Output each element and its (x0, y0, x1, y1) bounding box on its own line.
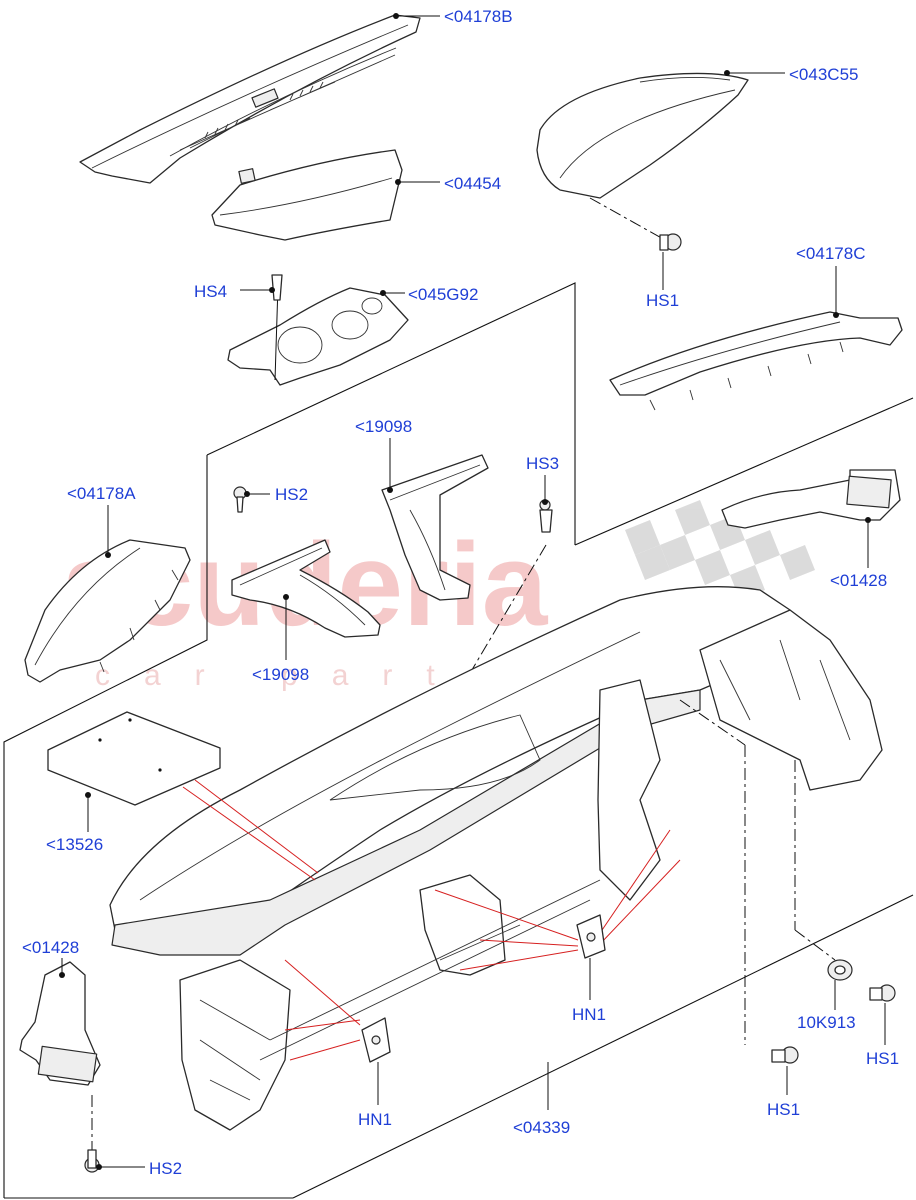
frame-upper-left-inner (206, 282, 576, 545)
hs2-top-screw-icon (233, 486, 247, 513)
callout-19098-mid: <19098 (252, 665, 309, 684)
hs1-right-bolt-icon (869, 984, 896, 1002)
part-045G92-bracket (227, 274, 409, 386)
frame-bottom-diagonal (292, 894, 914, 1199)
callout-HS1-top: HS1 (646, 291, 679, 310)
callout-HS2-bottom: HS2 (149, 1159, 182, 1178)
10k913-nut-icon (827, 959, 853, 981)
10k913-axis-lower (794, 929, 836, 961)
part-04178A-side-trim (24, 539, 191, 683)
callout-HN1-left: HN1 (358, 1110, 392, 1129)
callout-10K913: 10K913 (797, 1013, 856, 1032)
part-043C55-cover (536, 72, 749, 199)
watermark-tagline: car parts (95, 659, 518, 692)
callout-01428-right: <01428 (830, 571, 887, 590)
part-04178B-top-panel (79, 14, 421, 184)
part-19098-upper-duct (381, 454, 489, 601)
callout-04178A: <04178A (67, 484, 136, 503)
callout-13526: <13526 (46, 835, 103, 854)
frame-right-diagonal (574, 397, 914, 546)
hs1-top-bolt-icon (659, 233, 682, 251)
part-04454-cover (211, 149, 403, 241)
part-04178C-trim (609, 311, 903, 411)
callout-045G92: <045G92 (408, 285, 478, 304)
hs1-bottom-bolt-icon (771, 1046, 799, 1064)
hs3-fastener-axis (459, 544, 547, 691)
callout-04178C: <04178C (796, 244, 865, 263)
reference-lines (182, 779, 681, 1061)
hn1-right-clip-icon (576, 914, 606, 959)
hs2-bottom-bolt-icon (84, 1149, 100, 1173)
callout-HN1-right: HN1 (572, 1005, 606, 1024)
leader-lines (59, 13, 886, 1170)
callout-01428-left: <01428 (22, 938, 79, 957)
callout-HS2-top: HS2 (275, 485, 308, 504)
checkered-flag-icon (625, 500, 815, 600)
part-01428-right-duct (721, 469, 901, 529)
callout-HS3: HS3 (526, 454, 559, 473)
callout-HS4: HS4 (194, 282, 227, 301)
callout-04339: <04339 (513, 1118, 570, 1137)
hs1-bottom-axis-upper (679, 699, 746, 746)
part-04339-dashboard-carrier (109, 586, 883, 1131)
callout-043C55: <043C55 (789, 65, 858, 84)
hs4-fastener-axis (274, 284, 279, 381)
callout-labels: <04178B <043C55 <04454 HS4 <045G92 <0417… (22, 7, 899, 1178)
callout-HS1-bottom: HS1 (767, 1100, 800, 1119)
hn1-left-clip-icon (361, 1017, 391, 1063)
callout-04178B: <04178B (444, 7, 513, 26)
callout-19098-top: <19098 (355, 417, 412, 436)
callout-04454: <04454 (444, 174, 501, 193)
assembly-frame (3, 282, 914, 1199)
hs1-top-axis (589, 197, 666, 241)
frame-left-edge (3, 455, 208, 1198)
part-01428-left-duct (19, 961, 101, 1086)
part-13526-insulation-pad (47, 711, 221, 806)
callout-HS1-right: HS1 (866, 1049, 899, 1068)
part-19098-lower-duct (231, 539, 381, 638)
